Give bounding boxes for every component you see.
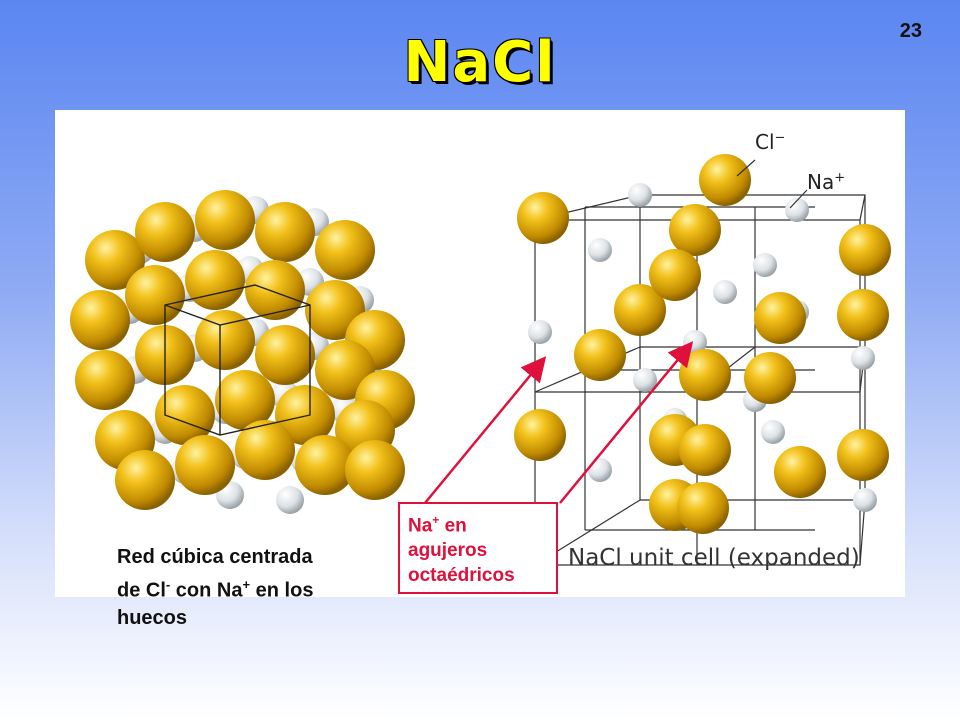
chloride-ion	[677, 482, 729, 534]
sodium-ion	[633, 368, 657, 392]
sodium-ion	[588, 238, 612, 262]
sodium-ion	[276, 486, 304, 514]
callout-arrows	[424, 341, 694, 504]
chloride-ion	[774, 446, 826, 498]
sodium-ion	[713, 280, 737, 304]
chloride-ion	[315, 220, 375, 280]
chloride-ion	[295, 435, 355, 495]
unit-cell-outline	[164, 284, 311, 436]
chloride-ion	[135, 202, 195, 262]
chloride-ion	[70, 290, 130, 350]
sodium-ion	[628, 183, 652, 207]
chloride-ion	[699, 154, 751, 206]
sodium-ion	[853, 488, 877, 512]
chloride-ion	[837, 429, 889, 481]
chloride-ion	[345, 440, 405, 500]
chloride-ion	[614, 284, 666, 336]
chloride-ion	[125, 265, 185, 325]
chloride-ion	[679, 424, 731, 476]
slide-number: 23	[899, 20, 922, 42]
chloride-ion	[185, 250, 245, 310]
chloride-ion	[255, 202, 315, 262]
chloride-ion	[155, 385, 215, 445]
chloride-ion	[255, 325, 315, 385]
sodium-ion	[753, 253, 777, 277]
chloride-ion	[195, 310, 255, 370]
chloride-ion	[744, 352, 796, 404]
sodium-ion	[785, 198, 809, 222]
chloride-ion	[75, 350, 135, 410]
chloride-ion	[85, 230, 145, 290]
chloride-ion	[195, 190, 255, 250]
chloride-ion	[245, 260, 305, 320]
space-filling-model	[70, 190, 415, 514]
figure-panel: Cl− Na+	[55, 110, 905, 597]
sodium-ion	[588, 458, 612, 482]
chloride-ion	[235, 420, 295, 480]
chloride-ion	[175, 435, 235, 495]
chloride-ion	[514, 409, 566, 461]
sodium-ion	[851, 346, 875, 370]
chloride-ion	[215, 370, 275, 430]
octahedral-holes-callout: Na+ en agujeros octaédricos	[398, 502, 558, 594]
chloride-ion	[275, 385, 335, 445]
chloride-ion	[839, 224, 891, 276]
chloride-ion	[649, 249, 701, 301]
slide-title: NaCl	[403, 30, 557, 95]
chloride-ion	[517, 192, 569, 244]
sodium-ion	[528, 320, 552, 344]
chloride-ion	[679, 349, 731, 401]
lattice-description: Red cúbica centrada de Cl- con Na+ en lo…	[117, 546, 314, 629]
sodium-label: Na+	[807, 170, 846, 194]
crystal-figure	[70, 154, 891, 566]
chloride-ion	[115, 450, 175, 510]
ion-label-pointers	[736, 159, 808, 209]
unit-cell-caption: NaCl unit cell (expanded)	[568, 545, 860, 571]
chloride-ion	[837, 289, 889, 341]
chloride-label: Cl−	[755, 130, 786, 154]
chloride-ion	[669, 204, 721, 256]
chloride-ion	[574, 329, 626, 381]
chloride-ion	[754, 292, 806, 344]
sodium-ion	[761, 420, 785, 444]
